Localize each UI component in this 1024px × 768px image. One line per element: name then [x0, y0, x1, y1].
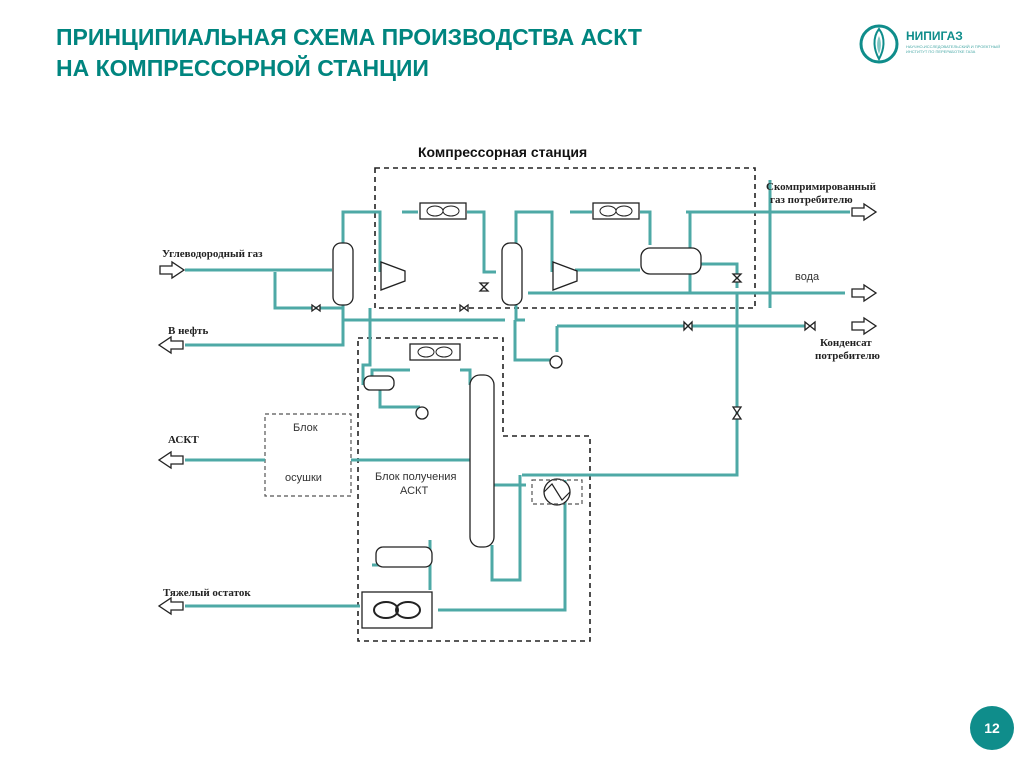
valves [311, 273, 816, 420]
air-cooler-3 [409, 343, 461, 361]
to-oil-label: В нефть [168, 325, 208, 337]
gas-outlet-arrow [851, 202, 878, 222]
compressor-1 [380, 261, 406, 291]
compressor-station-boundary [374, 167, 756, 309]
company-logo: НИПИГАЗ НАУЧНО-ИССЛЕДОВАТЕЛЬСКИЙ И ПРОЕК… [858, 22, 1018, 66]
station-label: Компрессорная станция [418, 144, 587, 160]
pump-1 [549, 355, 563, 369]
compressed-gas-label-line2: газ потребителю [770, 194, 853, 206]
air-cooler-1 [419, 202, 467, 220]
compressor-2 [552, 261, 578, 291]
askt-unit-boundary [357, 337, 591, 642]
separator-2 [501, 242, 523, 306]
three-phase-separator [640, 247, 702, 275]
askt-outlet-arrow [157, 450, 184, 470]
heat-exchanger [531, 478, 583, 506]
residue-outlet-arrow [157, 596, 184, 616]
askt-unit-label-line2: АСКТ [400, 485, 428, 497]
distillation-column [469, 374, 495, 548]
air-cooler-2 [592, 202, 640, 220]
flow-arrows [157, 202, 878, 616]
condensate-outlet-arrow [851, 316, 878, 336]
condensate-label-line2: потребителю [815, 350, 880, 362]
logo-subtitle: НАУЧНО-ИССЛЕДОВАТЕЛЬСКИЙ И ПРОЕКТНЫЙ ИНС… [906, 44, 1001, 54]
separator-1 [332, 242, 354, 306]
pipelines [185, 180, 850, 612]
drying-block-label-line1: Блок [293, 422, 318, 434]
flame-drop-icon [859, 24, 899, 64]
air-cooler-4 [361, 591, 433, 629]
reboiler [375, 546, 433, 568]
drying-block-boundary [264, 413, 352, 497]
askt-unit-label-line1: Блок получения [375, 471, 456, 483]
heavy-residue-label: Тяжелый остаток [163, 587, 251, 599]
page-number-badge: 12 [970, 706, 1014, 750]
logo-name: НИПИГАЗ [906, 29, 963, 43]
condensate-label-line1: Конденсат [820, 337, 872, 349]
slide-title-line-2: НА КОМПРЕССОРНОЙ СТАНЦИИ [56, 55, 429, 81]
water-outlet-arrow [851, 283, 878, 303]
drying-block-label-line2: осушки [285, 472, 322, 484]
reflux-drum [363, 375, 395, 391]
slide-title: ПРИНЦИПИАЛЬНАЯ СХЕМА ПРОИЗВОДСТВА АСКТ Н… [56, 22, 642, 84]
compressed-gas-label-line1: Скомпримированный [766, 181, 877, 193]
oil-outlet-arrow [157, 335, 184, 355]
slide-title-line-1: ПРИНЦИПИАЛЬНАЯ СХЕМА ПРОИЗВОДСТВА АСКТ [56, 24, 642, 50]
pump-2 [415, 406, 429, 420]
askt-label: АСКТ [168, 434, 199, 446]
water-label: вода [795, 271, 820, 283]
hydrocarbon-gas-label: Углеводородный газ [162, 248, 263, 260]
inlet-arrow [159, 260, 186, 280]
